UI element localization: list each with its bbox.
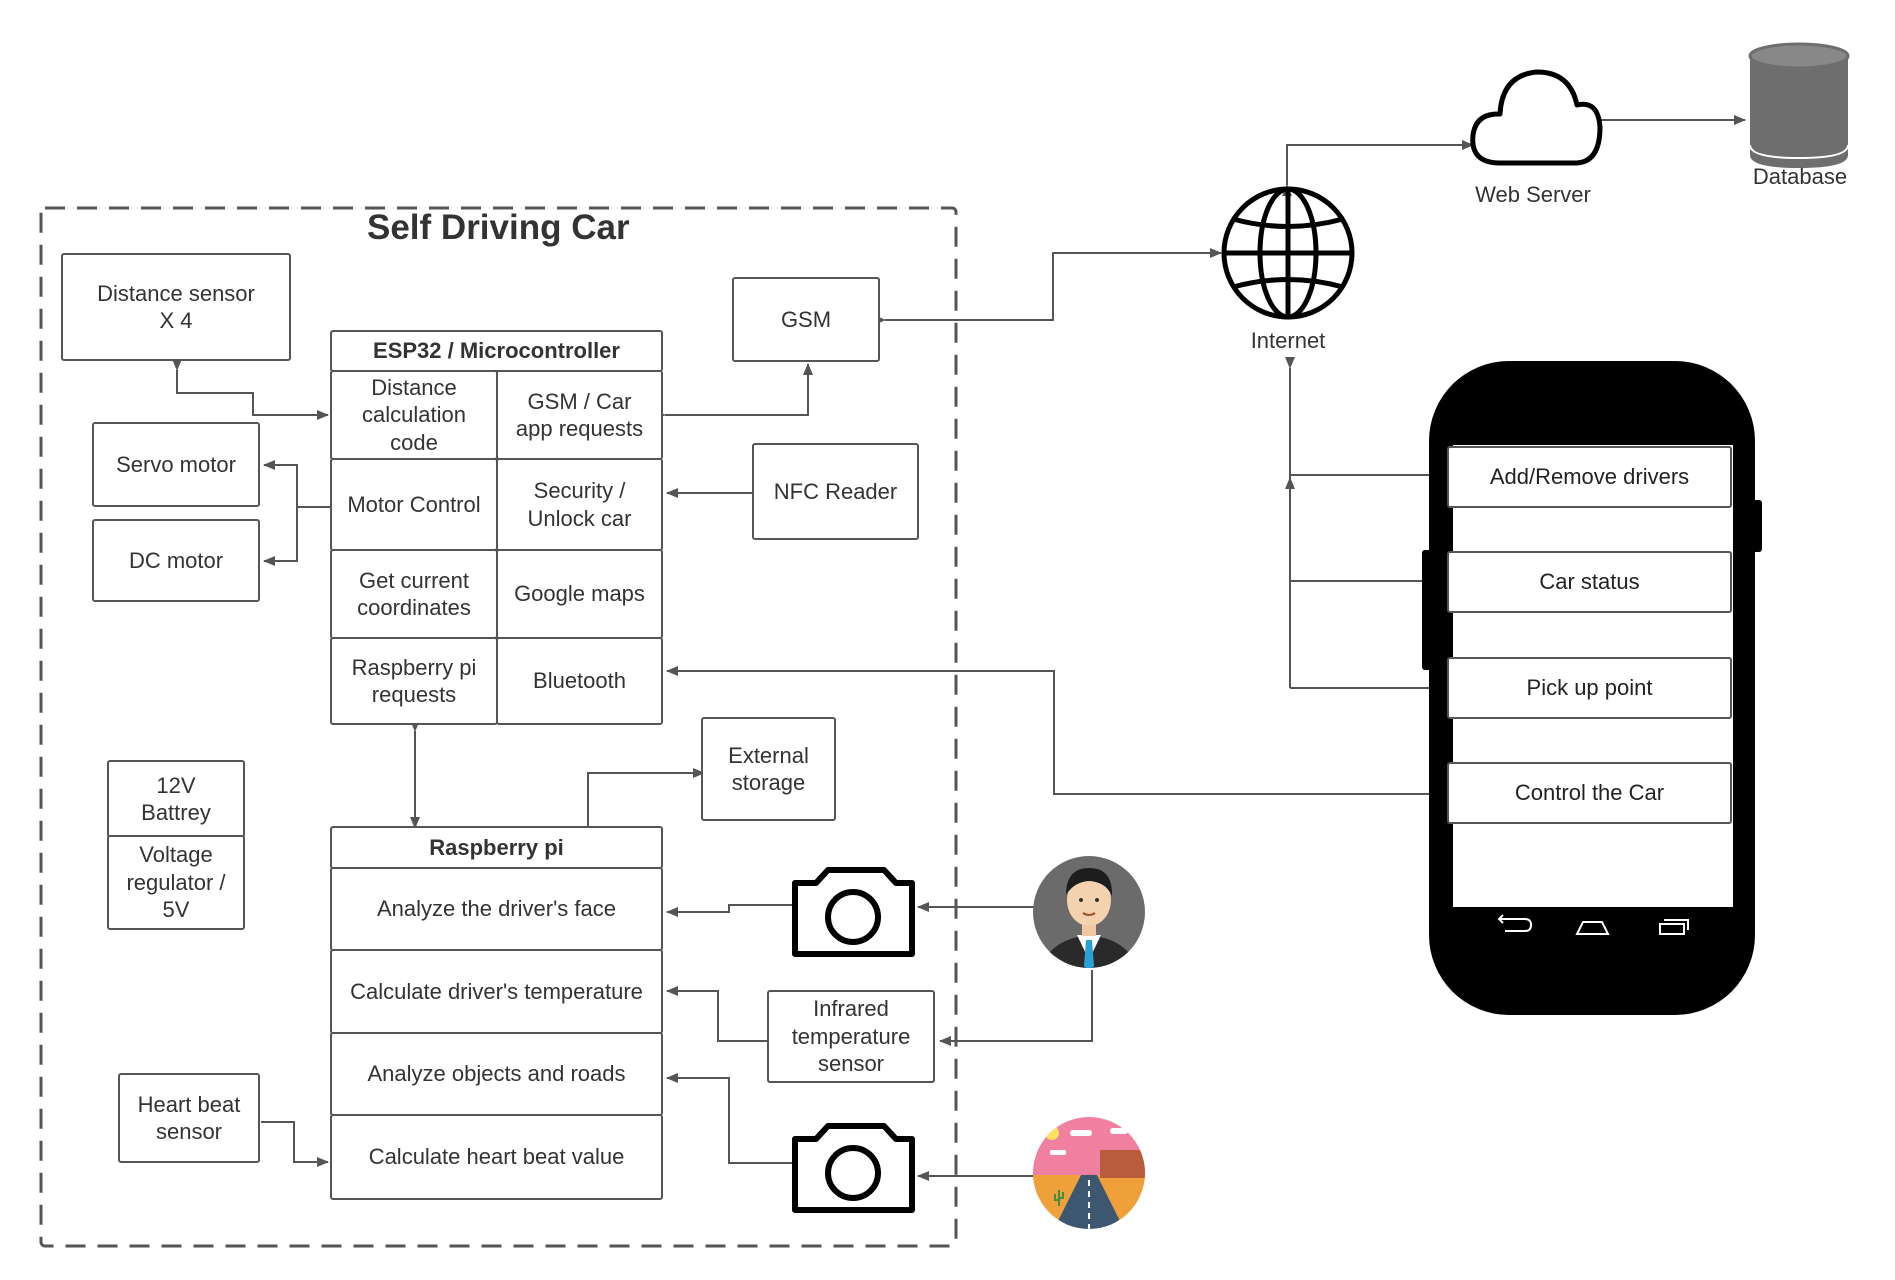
edge-gsm-esp32 [654, 363, 813, 420]
camera-icon [792, 1123, 915, 1213]
road-scene-icon [1033, 1117, 1145, 1229]
edge-heartbeat-calc [261, 1121, 329, 1167]
driver-avatar-icon [1033, 856, 1145, 968]
esp32-cell-google-maps: Google maps [496, 549, 663, 639]
edge-infrared-temperature [666, 986, 772, 1042]
web-server-label: Web Server [1475, 182, 1591, 207]
esp32-cell-motor-control: Motor Control [330, 458, 498, 551]
database-icon [1748, 42, 1850, 168]
esp32-cell-coordinates: Get current coordinates [330, 549, 498, 639]
cloud-icon [1470, 69, 1603, 166]
globe-icon [1221, 186, 1355, 320]
gsm-box: GSM [732, 277, 880, 362]
edge-internet-webserver [1282, 140, 1474, 196]
edge-camera2-objects [666, 1073, 792, 1164]
esp32-cell-bluetooth: Bluetooth [496, 637, 663, 725]
voltage-regulator-box: Voltage regulator / 5V [107, 835, 245, 930]
distance-sensor-box: Distance sensor X 4 [61, 253, 291, 361]
camera-icon [792, 867, 915, 957]
pick-up-point-button[interactable]: Pick up point [1447, 657, 1732, 719]
database-label: Database [1752, 164, 1848, 189]
edge-control-bluetooth [666, 666, 1448, 795]
control-the-car-button[interactable]: Control the Car [1447, 762, 1732, 824]
self-driving-car-container [39, 206, 958, 1248]
esp32-cell-raspberry-requests: Raspberry pi requests [330, 637, 498, 725]
container-title: Self Driving Car [367, 208, 630, 247]
edge-gsm-internet [874, 248, 1222, 325]
infrared-sensor-box: Infrared temperature sensor [767, 990, 935, 1083]
internet-label: Internet [1250, 328, 1326, 353]
raspberry-cell-heartbeat: Calculate heart beat value [330, 1114, 663, 1200]
add-remove-drivers-button[interactable]: Add/Remove drivers [1447, 446, 1732, 508]
esp32-cell-security: Security / Unlock car [496, 458, 663, 551]
esp32-cell-gsm-requests: GSM / Car app requests [496, 370, 663, 460]
edge-raspberry-storage [583, 768, 705, 839]
edge-distance-sensor-esp32 [172, 359, 329, 420]
nfc-reader-box: NFC Reader [752, 443, 919, 540]
raspberry-cell-temperature: Calculate driver's temperature [330, 949, 663, 1034]
edge-camera1-face [666, 904, 792, 917]
esp32-cell-distance-calc: Distance calculation code [330, 370, 498, 460]
dc-motor-box: DC motor [92, 519, 260, 602]
raspberry-title: Raspberry pi [330, 826, 663, 869]
battery-box: 12V Battrey [107, 760, 245, 838]
raspberry-cell-face: Analyze the driver's face [330, 867, 663, 951]
car-status-button[interactable]: Car status [1447, 551, 1732, 613]
heart-beat-sensor-box: Heart beat sensor [118, 1073, 260, 1163]
servo-motor-box: Servo motor [92, 422, 260, 507]
raspberry-cell-objects: Analyze objects and roads [330, 1032, 663, 1116]
external-storage-box: External storage [701, 717, 836, 821]
edge-motor-dc [263, 507, 298, 566]
edge-driver-infrared [939, 970, 1093, 1046]
edge-motor-servo [263, 460, 331, 508]
esp32-title: ESP32 / Microcontroller [330, 330, 663, 372]
